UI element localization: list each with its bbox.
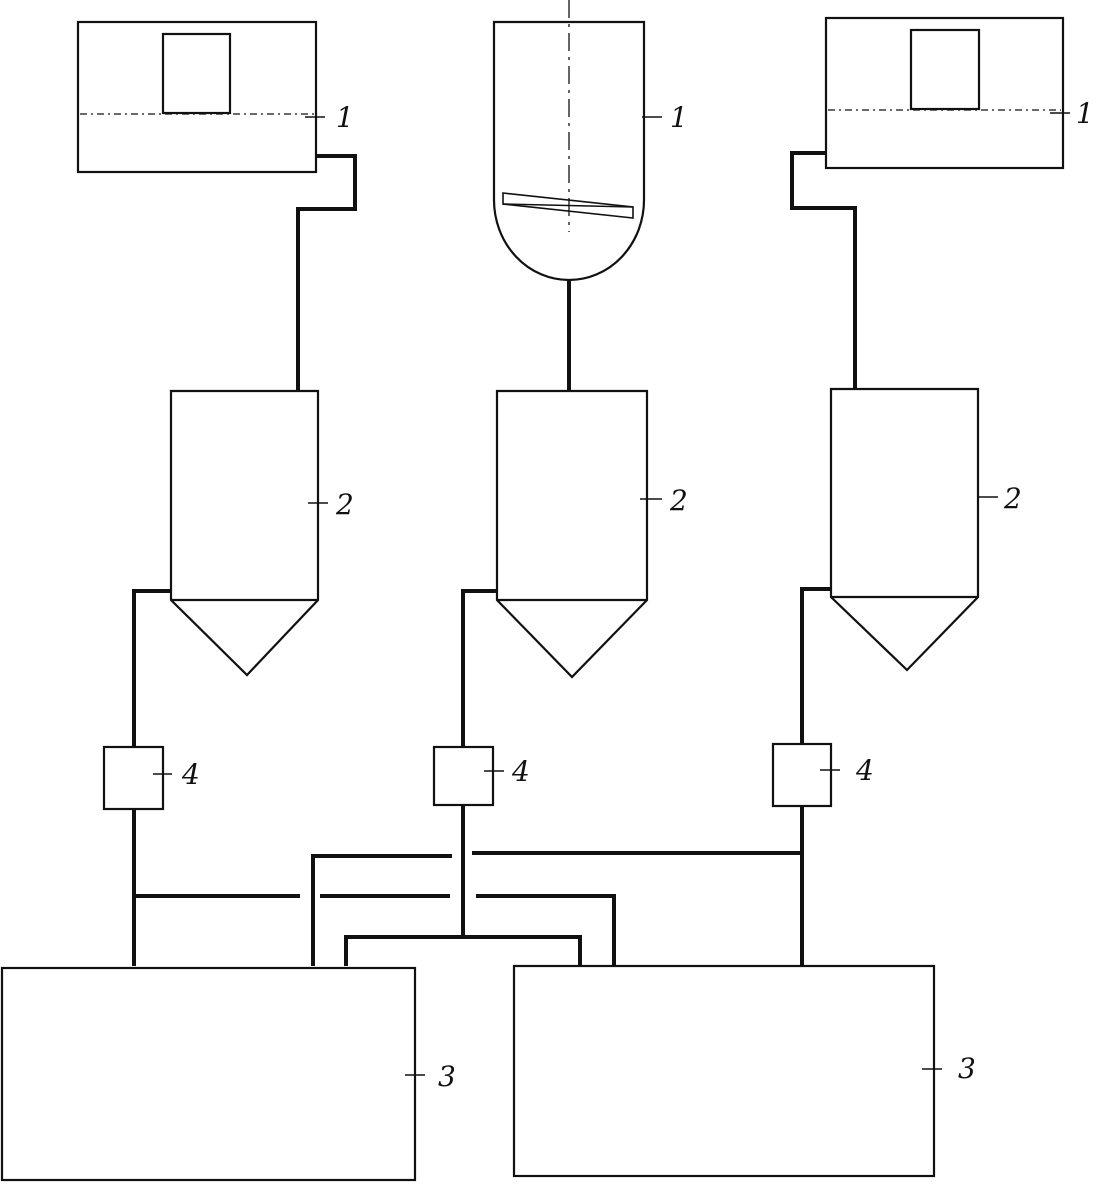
machine-right-label: 3 (958, 1052, 976, 1085)
reactor-agitator-blade (502, 203, 634, 208)
reactor-center-body (492, 20, 646, 282)
reactor-center: 1 (492, 0, 688, 282)
hopper-left: 2 (169, 389, 354, 677)
reactor-center-label: 1 (670, 101, 688, 134)
tank-right-label: 1 (1076, 97, 1094, 130)
pipe-center-header (344, 935, 582, 966)
machine-right: 3 (512, 964, 976, 1178)
hopper-center: 2 (495, 389, 688, 679)
valve-right: 4 (771, 742, 874, 808)
valve-right-label: 4 (855, 754, 874, 787)
pipe-hopper-left-to-valve (132, 589, 171, 747)
tank-left-label: 1 (336, 101, 354, 134)
distribution-manifold (132, 805, 804, 966)
machine-left-body (0, 966, 417, 1182)
valve-left: 4 (102, 745, 200, 811)
valve-left-label: 4 (181, 758, 200, 791)
tank-right-inner-box (909, 28, 981, 111)
hopper-left-body (169, 389, 320, 677)
machine-left: 3 (0, 966, 456, 1182)
pipe-right-header-b (311, 854, 452, 966)
hopper-center-body (495, 389, 649, 679)
tank-right: 1 (824, 16, 1094, 170)
pipe-hopper-center-to-valve (461, 589, 497, 747)
tank-right-body (824, 16, 1065, 170)
tank-left-inner-box (161, 32, 232, 115)
valve-center-label: 4 (511, 755, 530, 788)
pipe-left-header-c (476, 894, 616, 966)
hopper-center-label: 2 (669, 484, 688, 517)
machine-right-body (512, 964, 936, 1178)
hopper-right-label: 2 (1003, 482, 1022, 515)
tank-left: 1 (76, 20, 354, 174)
hopper-right-body (829, 387, 980, 672)
valve-center-body (432, 745, 495, 807)
tank-left-body (76, 20, 318, 174)
machine-left-label: 3 (438, 1060, 456, 1093)
valve-left-body (102, 745, 165, 811)
valve-right-body (771, 742, 833, 808)
hopper-right: 2 (829, 387, 1022, 672)
reactor-agitator-icon (502, 192, 634, 219)
pipe-tank-left-to-hopper (296, 154, 357, 391)
pipe-hopper-right-to-valve (800, 587, 831, 744)
valve-center: 4 (432, 745, 530, 807)
pipe-tank-right-to-hopper (790, 151, 857, 389)
hopper-left-label: 2 (335, 488, 354, 521)
